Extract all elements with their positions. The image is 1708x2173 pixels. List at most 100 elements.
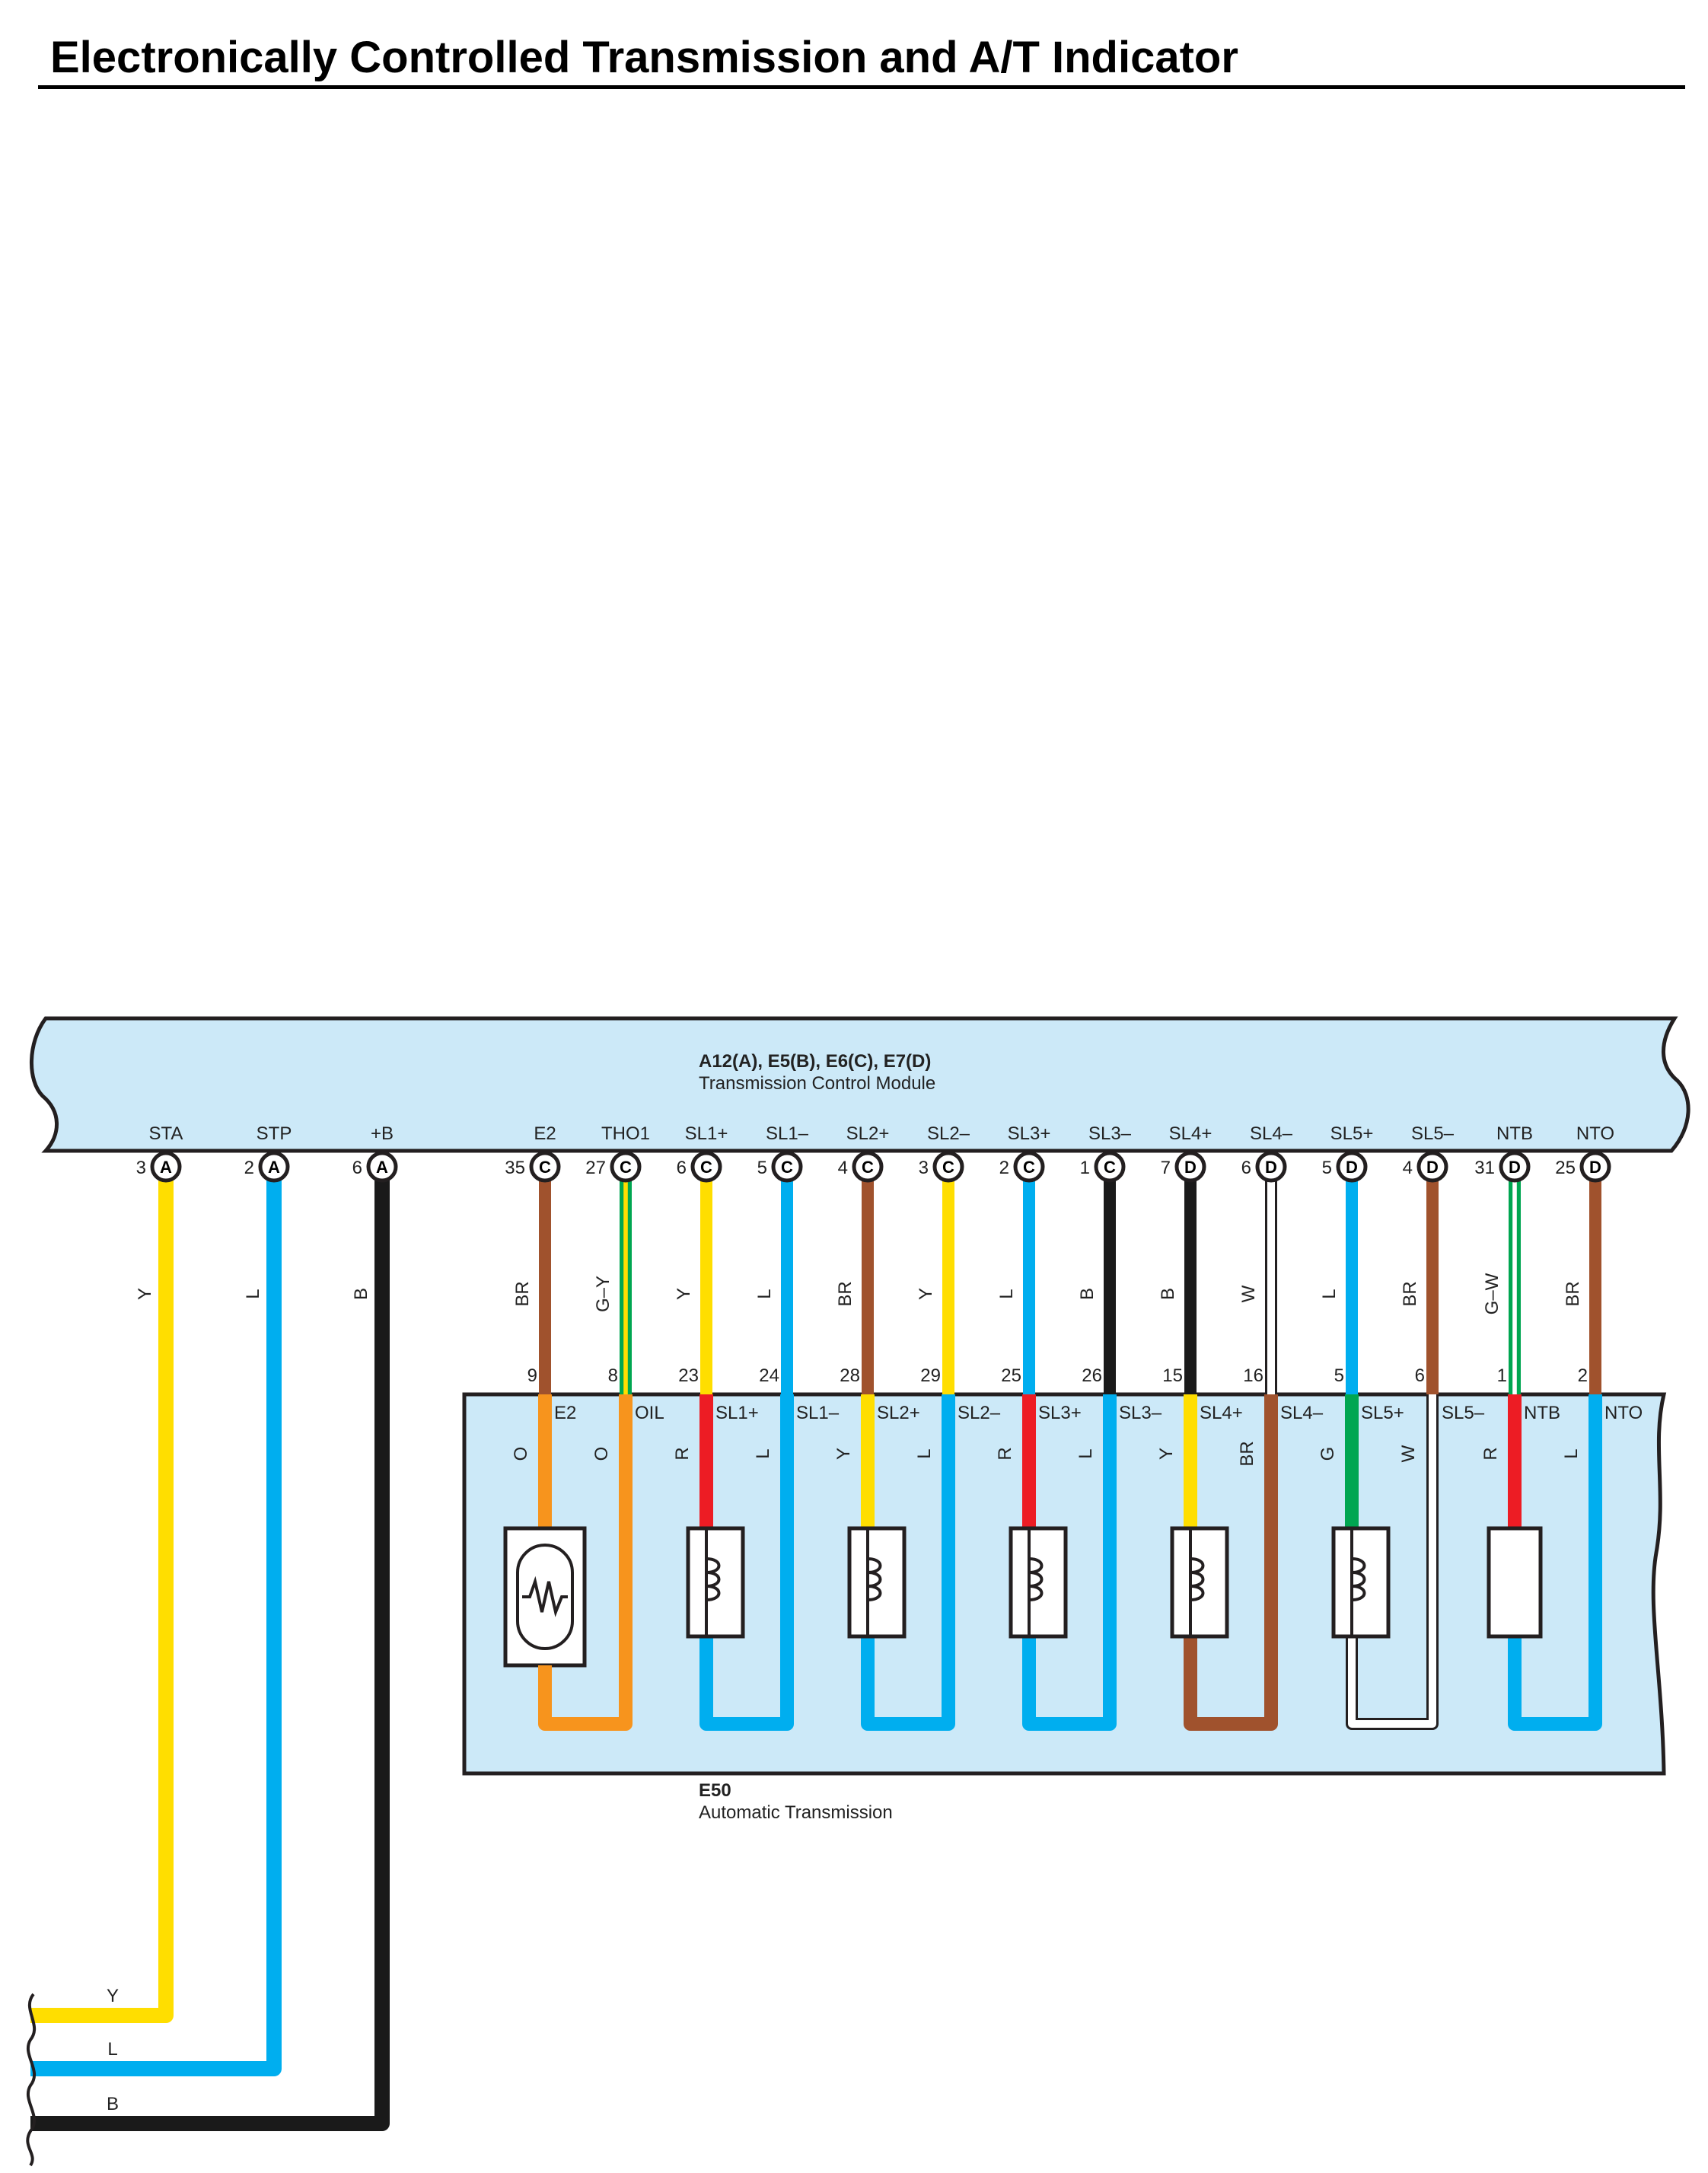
left-wire-label: B [107,2094,119,2114]
tcm-terminal-sl4: SL4–D6 [1241,1123,1293,1183]
tcm-terminal-label: SL5– [1411,1123,1455,1144]
solenoid-valve-box [1331,1526,1391,1639]
tcm-terminal-label: SL1+ [685,1123,728,1144]
inner-wire-label: O [591,1447,612,1461]
title-rule [38,85,1685,89]
connector-circle [1336,1151,1368,1183]
tcm-pin-number: 6 [352,1158,362,1178]
left-wire-label: L [107,2039,117,2060]
inner-wire-label: R [672,1447,693,1460]
connection-wires [539,1180,1601,1394]
connector-letter: D [1184,1158,1197,1177]
connector-circle [150,1151,182,1183]
at-terminal-label: SL1– [796,1403,840,1423]
connector-letter: C [781,1158,793,1177]
at-pin-number: 26 [1082,1365,1102,1386]
connector-letter: D [1509,1158,1521,1177]
connector-circle [1255,1151,1287,1183]
at-terminal-label: SL5+ [1361,1403,1404,1423]
tcm-terminal-label: +B [371,1123,394,1144]
inner-wire-label: W [1398,1445,1419,1462]
wire-b [30,1180,390,2131]
tcm-terminal-label: NTO [1576,1123,1614,1144]
at-pin-number: 24 [759,1365,779,1386]
connector-circle [1499,1151,1531,1183]
connector-letter: C [1104,1158,1116,1177]
connector-letter: A [376,1158,388,1177]
connector-circle [1013,1151,1045,1183]
connector-circle [1416,1151,1448,1183]
connector-circle [258,1151,290,1183]
connector-letter: D [1265,1158,1277,1177]
tcm-terminal-label: SL2+ [846,1123,890,1144]
connector-letter: D [1346,1158,1358,1177]
wire-color-label: B [1158,1288,1178,1300]
inner-wire-label: L [753,1448,773,1458]
at-pin-number: 5 [1334,1365,1344,1386]
coil-icon [1351,1557,1366,1601]
tcm-terminal-label: SL3+ [1008,1123,1051,1144]
at-terminal-label: E2 [554,1403,576,1423]
connector-circle [1174,1151,1206,1183]
inner-wire-label: L [1561,1448,1582,1458]
tcm-pin-number: 31 [1474,1158,1495,1178]
tcm-terminal-label: E2 [534,1123,556,1144]
wire-color-label: BR [1400,1281,1420,1306]
tcm-terminal-label: STP [257,1123,292,1144]
tcm-pin-number: 2 [999,1158,1009,1178]
connector-circle [932,1151,964,1183]
connector-letter: C [620,1158,632,1177]
inner-wire-label: O [511,1447,531,1461]
at-pin-number: 29 [920,1365,941,1386]
connector-letter: C [700,1158,712,1177]
at-pin-number: 15 [1162,1365,1183,1386]
wire-stp [30,1180,282,2076]
wire-color-label: B [1077,1288,1098,1300]
tcm-name: A12(A), E5(B), E6(C), E7(D) [699,1051,931,1072]
connector-circle [1579,1151,1611,1183]
inner-wire-label: L [1075,1448,1096,1458]
circuit-loop [1022,1394,1117,1731]
tcm-pin-number: 5 [757,1158,767,1178]
coil-icon [867,1557,882,1601]
wire-color-label: W [1238,1285,1259,1302]
tcm-terminal-label: SL5+ [1330,1123,1374,1144]
connector-circle [366,1151,398,1183]
terminal-labels: STAA3STPA2+BA6E2C35THO1C27SL1+C6SL1–C5SL… [136,1123,1643,1423]
inner-wire-label: R [1480,1447,1501,1460]
tcm-terminal-sl2: SL2–C3 [919,1123,970,1183]
wire-color-label: G–Y [593,1276,613,1312]
inner-wire-label: BR [1237,1441,1257,1466]
tcm-terminal-sl1: SL1+C6 [677,1123,728,1183]
at-pin-number: 9 [527,1365,537,1386]
wire-color-label: B [351,1288,371,1300]
tcm-terminal-label: SL4+ [1169,1123,1212,1144]
connector-letter: C [942,1158,954,1177]
wire-color-label: L [754,1289,775,1298]
tcm-terminal-sl4: SL4+D7 [1161,1123,1212,1183]
wire-color-label: BR [1563,1281,1583,1306]
tcm-pin-number: 5 [1322,1158,1332,1178]
circuit-loop-core [1348,1394,1436,1728]
connector-circle [610,1151,642,1183]
tcm-panel [30,1016,1690,1153]
connector-circle [771,1151,803,1183]
at-terminal-label: SL2– [958,1403,1001,1423]
wire-color-label: L [996,1289,1017,1298]
tcm-pin-number: 6 [1241,1158,1251,1178]
at-pin-number: 1 [1497,1365,1507,1386]
tcm-pin-number: 1 [1080,1158,1090,1178]
tcm-pin-number: 3 [919,1158,929,1178]
at-terminal-label: SL4+ [1200,1403,1243,1423]
